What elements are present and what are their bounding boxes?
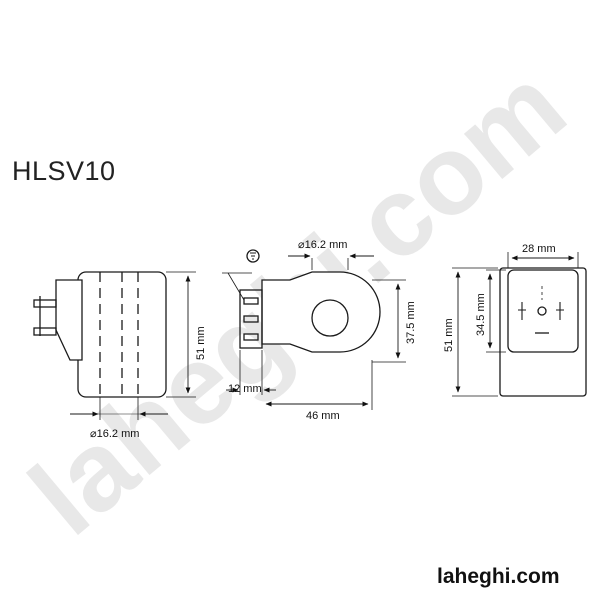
plug-pin-right — [556, 302, 564, 320]
side-width-label: 46 mm — [306, 410, 340, 422]
plug-height-label: 34.5 mm — [475, 293, 487, 336]
side-connector-block — [239, 289, 263, 349]
ground-icon — [246, 249, 260, 263]
front-pin-bottom — [33, 327, 57, 336]
side-height-label: 37.5 mm — [405, 301, 417, 344]
plug-total-height-label: 51 mm — [443, 318, 455, 352]
front-diameter-label: ⌀16.2 mm — [90, 428, 139, 440]
front-connector-housing — [55, 279, 83, 361]
front-view — [33, 271, 196, 420]
plug-view — [452, 252, 587, 397]
model-title: HLSV10 — [12, 156, 116, 186]
plug-pin-left — [518, 302, 526, 320]
plug-width-label: 28 mm — [522, 243, 556, 255]
front-pin-top — [33, 299, 57, 308]
plug-center-pin — [537, 306, 547, 316]
side-diameter-label: ⌀16.2 mm — [298, 239, 347, 251]
side-pin-3 — [243, 333, 259, 341]
side-pin-1 — [243, 297, 259, 305]
side-body-outline — [261, 271, 381, 353]
plug-outer-body — [499, 267, 587, 397]
plug-face — [507, 269, 579, 353]
side-pin-2 — [243, 315, 259, 323]
front-height-label: 51 mm — [195, 326, 207, 360]
brand-footer: laheghi.com — [437, 565, 560, 588]
side-offset-label: 12 mm — [228, 383, 262, 395]
side-view — [222, 249, 406, 410]
side-bore-circle — [311, 299, 349, 337]
